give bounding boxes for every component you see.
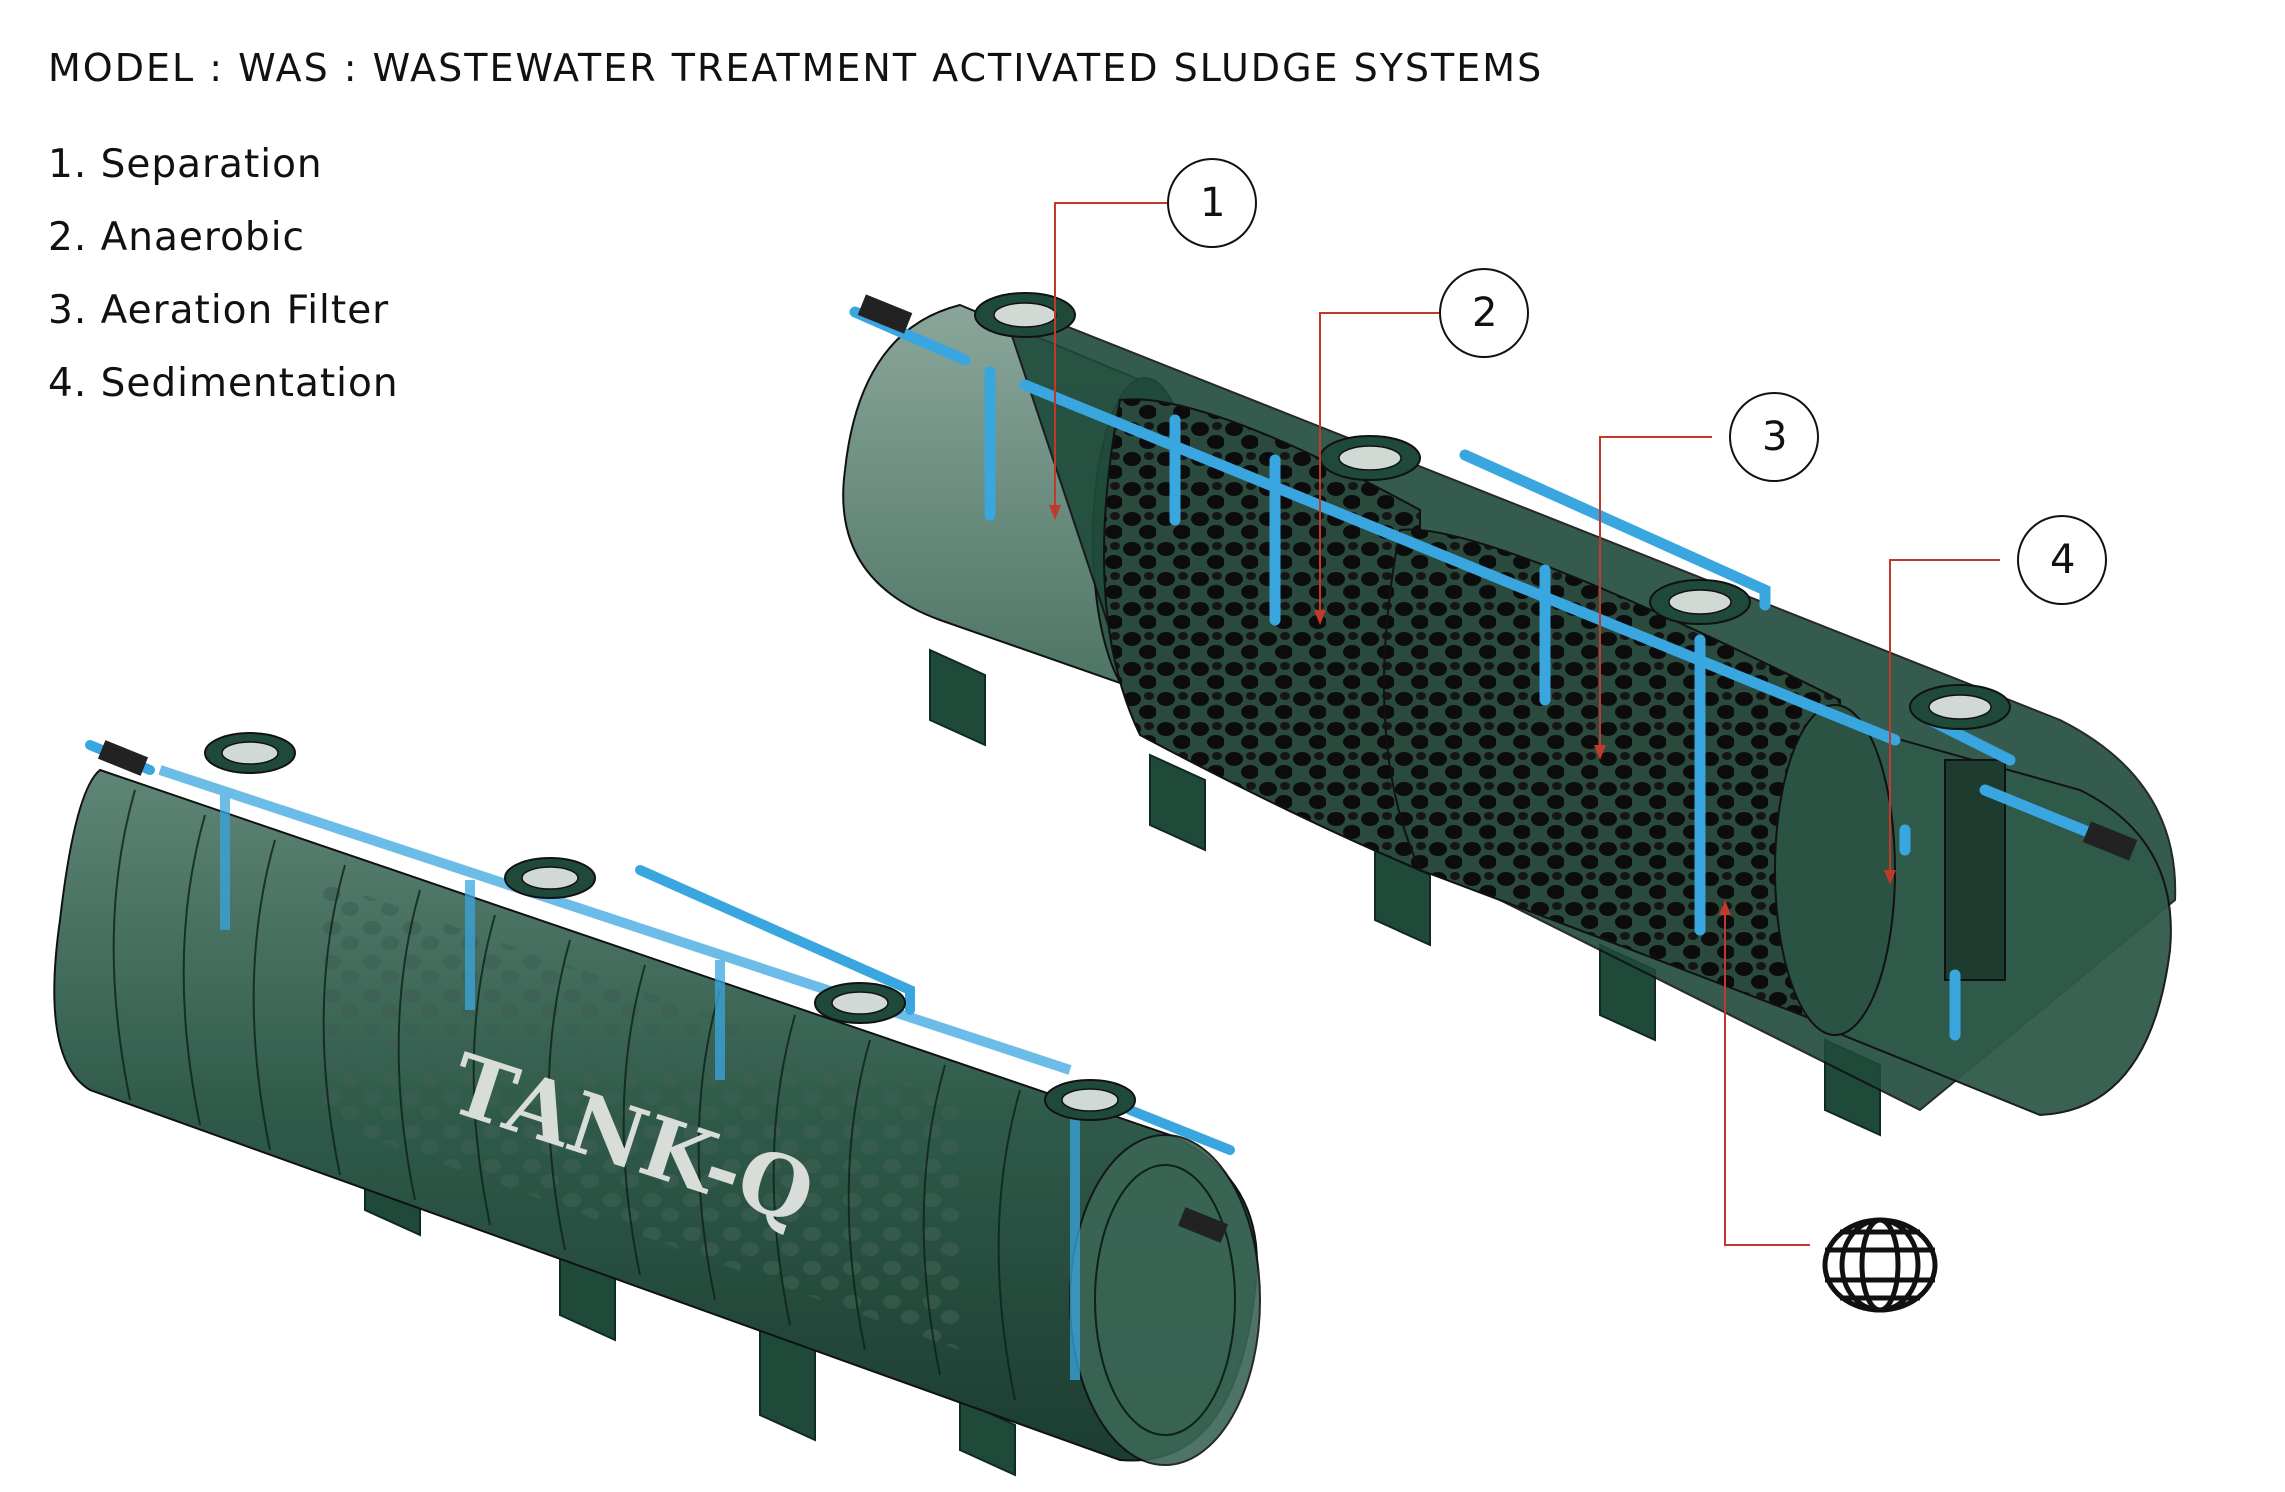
callout-1: 1 — [1200, 180, 1225, 226]
closed-tank: TANK-Q — [53, 732, 1261, 1477]
callout-3: 3 — [1762, 414, 1787, 460]
legend-item-aeration-filter: 3. Aeration Filter — [48, 288, 390, 333]
callouts — [1054, 202, 2000, 1246]
cutaway-tank — [842, 292, 2177, 1137]
legend-item-separation: 1. Separation — [48, 142, 323, 187]
legend-item-anaerobic: 2. Anaerobic — [48, 215, 305, 260]
bio-media-detail — [1822, 1217, 1938, 1313]
callout-4: 4 — [2050, 537, 2075, 583]
legend-list: 1. Separation 2. Anaerobic 3. Aeration F… — [48, 128, 399, 420]
diagram-title: MODEL : WAS : WASTEWATER TREATMENT ACTIV… — [48, 46, 1544, 90]
callout-2: 2 — [1472, 290, 1497, 336]
legend-item-sedimentation: 4. Sedimentation — [48, 361, 399, 406]
